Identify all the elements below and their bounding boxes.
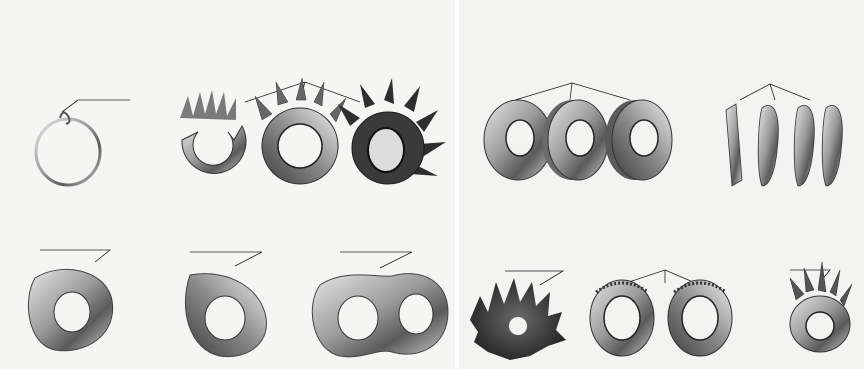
cylinder-coils bbox=[726, 104, 842, 186]
bristle-ring-2 bbox=[668, 280, 732, 356]
round-blob bbox=[28, 269, 112, 350]
spiked-ring-1 bbox=[180, 90, 246, 173]
wheel-1 bbox=[484, 100, 552, 180]
spiked-disc bbox=[470, 278, 566, 360]
simple-ring bbox=[36, 112, 100, 185]
spiked-ring-3 bbox=[338, 78, 446, 184]
teardrop-blob bbox=[185, 274, 266, 357]
bristle-ring-1 bbox=[590, 280, 654, 356]
double-loop-blob bbox=[312, 274, 448, 357]
wheel-3 bbox=[605, 100, 672, 180]
crown-ring bbox=[790, 262, 852, 352]
wheel-2 bbox=[542, 100, 608, 180]
